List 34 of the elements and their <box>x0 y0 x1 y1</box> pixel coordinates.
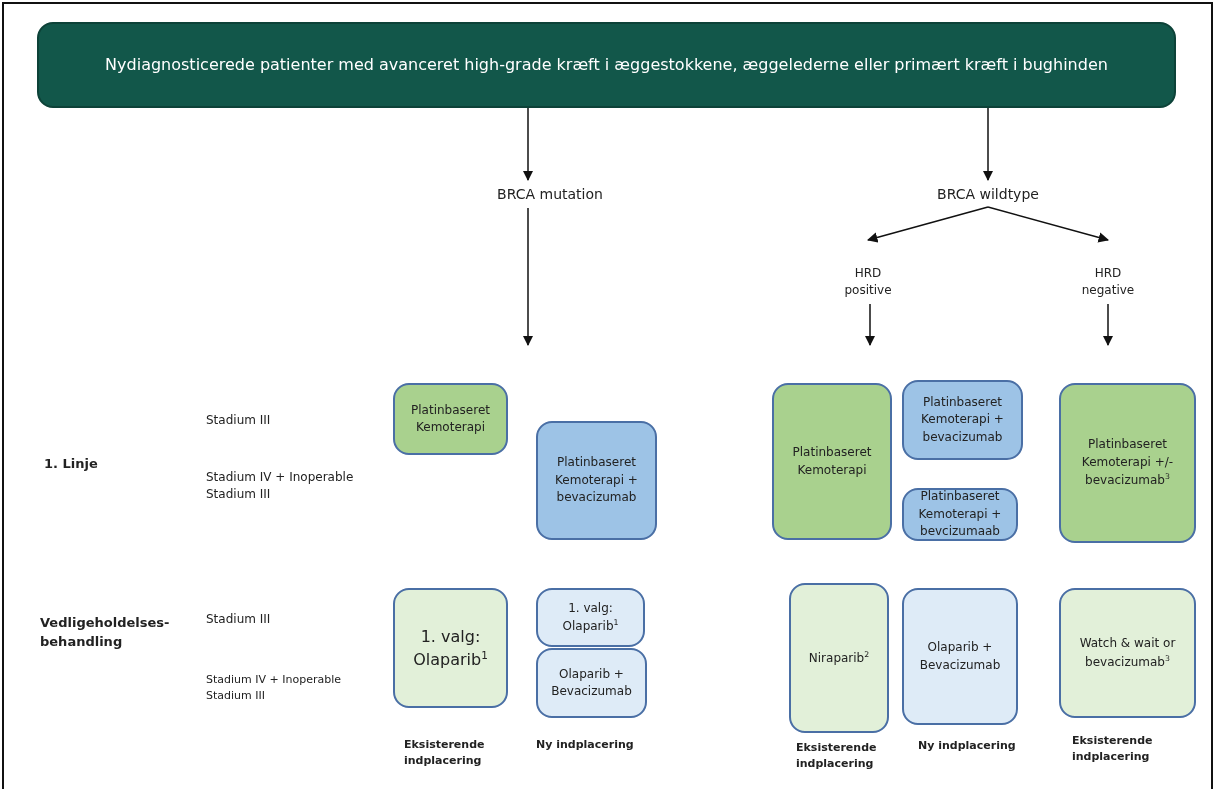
arrow <box>987 206 1109 243</box>
treatment-box: Watch & wait or bevacizumab$^{3}$ <box>1059 588 1196 718</box>
arrow <box>867 206 989 243</box>
row-label: Stadium III <box>206 412 272 429</box>
arrow <box>522 207 534 347</box>
treatment-box: Platinbaseret Kemoterapi <box>393 383 508 455</box>
treatment-box: 1. valg: Olaparib$^{1}$ <box>393 588 508 708</box>
arrow <box>982 107 994 182</box>
branch-label: BRCA wildtype <box>925 182 1051 206</box>
section-label: 1. Linje <box>44 455 99 473</box>
arrow <box>864 303 876 347</box>
treatment-box: Niraparib$^{2}$ <box>789 583 889 733</box>
column-label: Eksisterende indplacering <box>1072 733 1154 765</box>
row-label: Stadium IV + Inoperable Stadium III <box>206 469 355 504</box>
arrow <box>522 107 534 182</box>
column-label: Eksisterende indplacering <box>404 737 486 769</box>
treatment-box: 1. valg: Olaparib$^{1}$ <box>536 588 645 647</box>
branch-label: BRCA mutation <box>485 182 615 206</box>
column-label: Ny indplacering <box>918 738 1017 754</box>
column-label: Eksisterende indplacering <box>796 740 878 772</box>
treatment-box: Platinbaseret Kemoterapi + bevacizumab <box>536 421 657 540</box>
treatment-box: Olaparib + Bevacizumab <box>902 588 1018 725</box>
treatment-box: Olaparib + Bevacizumab <box>536 648 647 718</box>
row-label: Stadium III <box>206 611 272 628</box>
branch-label: HRD positive <box>830 262 906 302</box>
branch-label: HRD negative <box>1070 262 1146 302</box>
header-box: Nydiagnosticerede patienter med avanceret high-grade kræft i æggestokkene, æggelederne eller primært kræft i bughinden <box>37 22 1176 108</box>
treatment-box: Platinbaseret Kemoterapi <box>772 383 892 540</box>
row-label: Stadium IV + Inoperable Stadium III <box>206 672 342 704</box>
treatment-box: Platinbaseret Kemoterapi + bevcizumaab <box>902 488 1018 541</box>
treatment-box: Platinbaseret Kemoterapi + bevacizumab <box>902 380 1023 460</box>
treatment-box: Platinbaseret Kemoterapi +/- bevacizumab$^{3}$ <box>1059 383 1196 543</box>
column-label: Ny indplacering <box>536 737 635 753</box>
arrow <box>1102 303 1114 347</box>
